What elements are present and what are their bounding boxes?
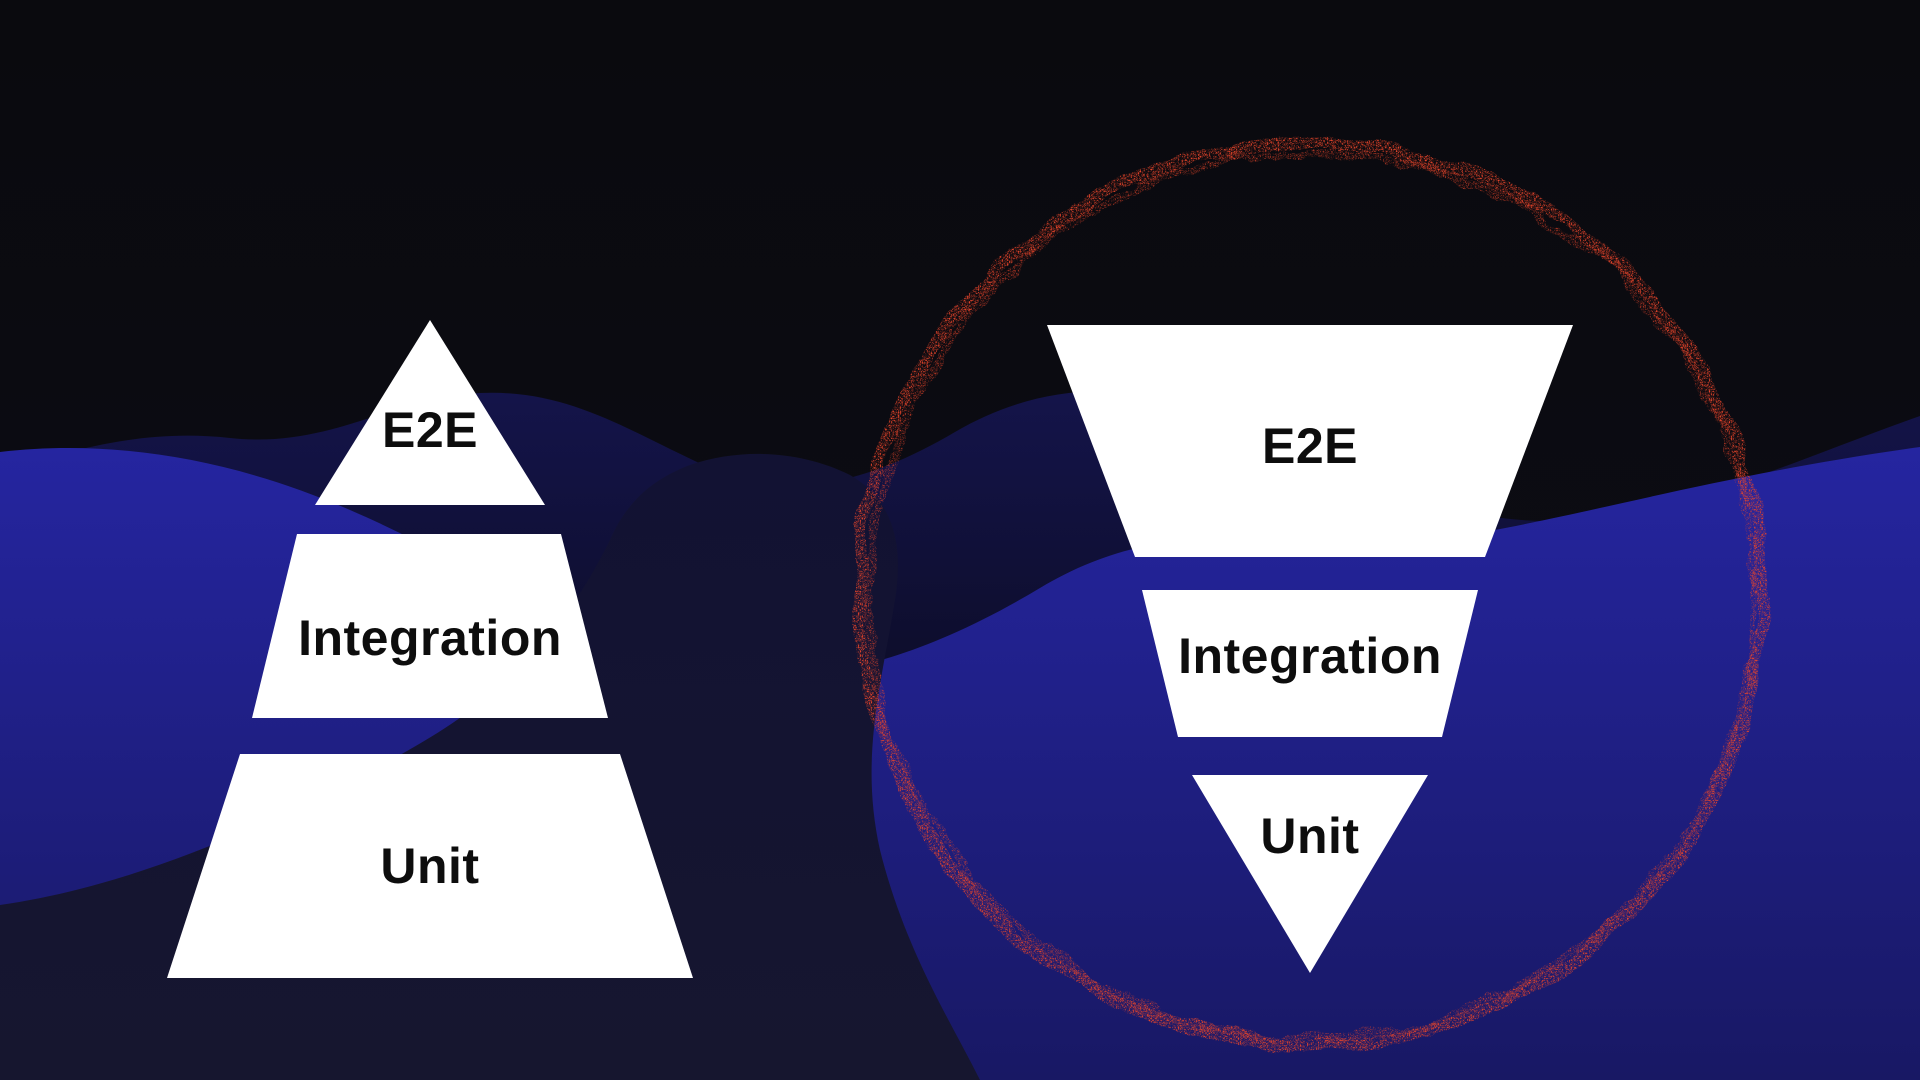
right-pyramid-level-integration: Integration [1142,590,1478,737]
right-pyramid-integration-label: Integration [1178,628,1442,684]
right-pyramid-e2e-segment [1047,325,1573,557]
right-pyramid-unit-label: Unit [1260,808,1359,864]
right-pyramid-inverted: E2E Integration Unit [1047,325,1573,973]
left-pyramid-integration-label: Integration [298,610,562,666]
left-pyramid-level-e2e: E2E [315,320,545,505]
red-circle-stroke-inner [865,149,1759,1043]
right-pyramid-unit-segment [1192,775,1428,973]
red-annotation-circle [853,136,1769,1052]
red-circle-stroke-outer [853,136,1769,1052]
left-pyramid-e2e-segment [315,320,545,505]
left-pyramid-level-integration: Integration [252,534,608,718]
right-pyramid-level-e2e: E2E [1047,325,1573,557]
right-pyramid-level-unit: Unit [1192,775,1428,973]
left-pyramid-unit-segment [167,754,693,978]
left-pyramid-e2e-label: E2E [382,402,478,458]
left-pyramid: E2E Integration Unit [167,320,693,978]
right-pyramid-e2e-label: E2E [1262,418,1358,474]
left-pyramid-level-unit: Unit [167,754,693,978]
left-pyramid-integration-segment [252,534,608,718]
right-pyramid-integration-segment [1142,590,1478,737]
left-pyramid-unit-label: Unit [380,838,479,894]
